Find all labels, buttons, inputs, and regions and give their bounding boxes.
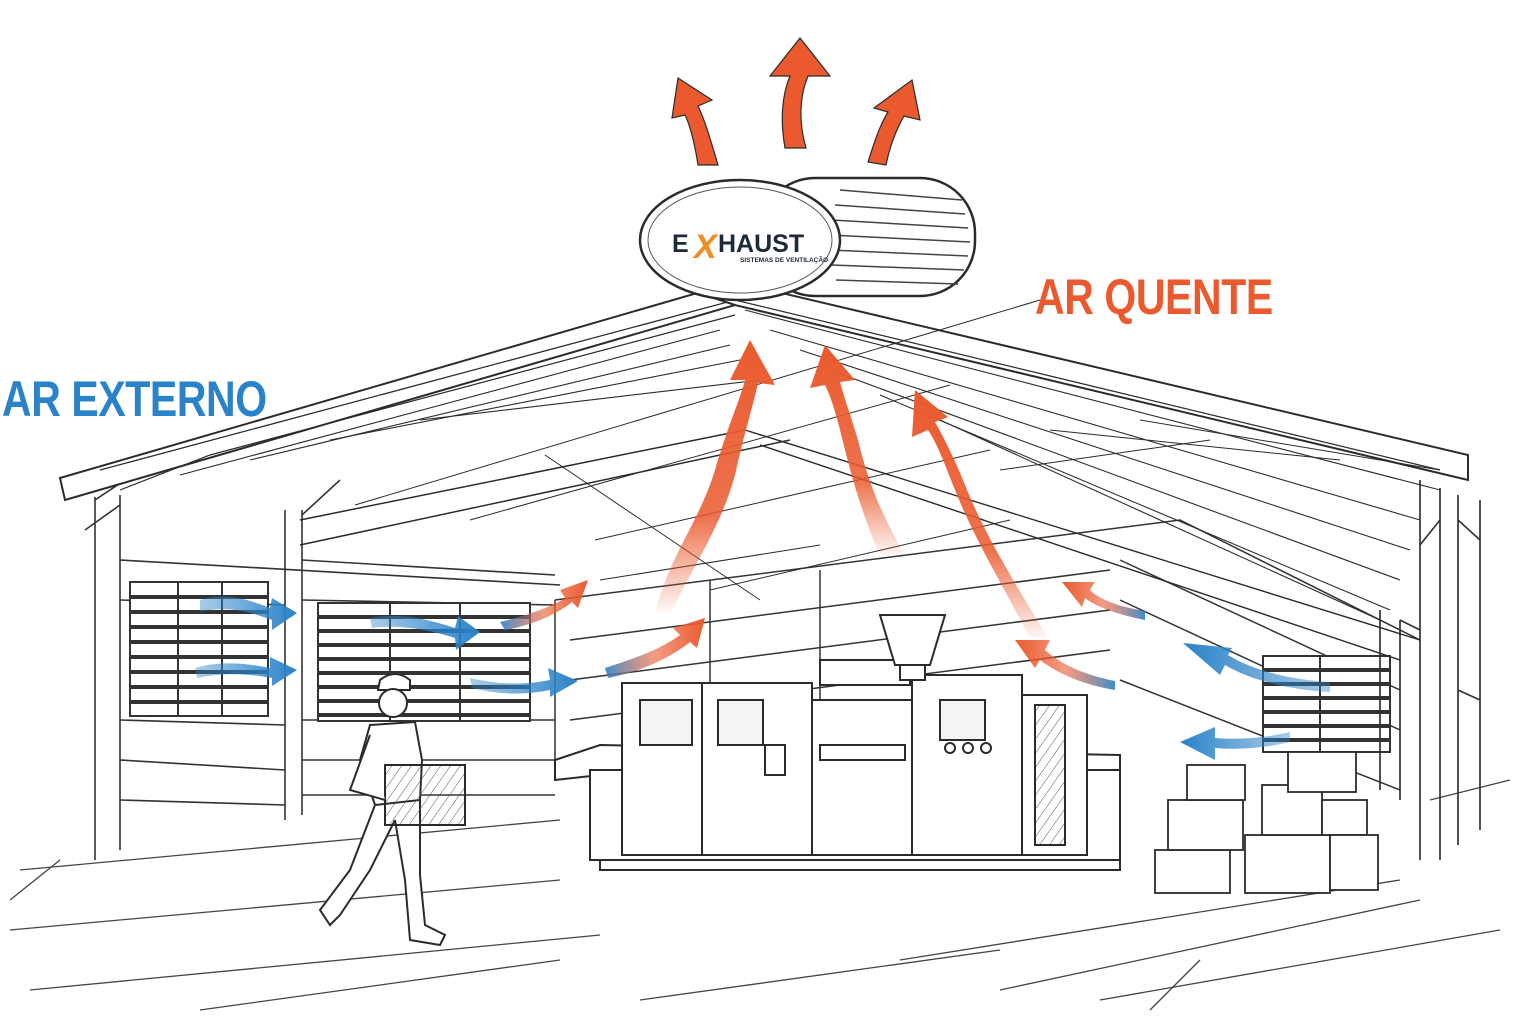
- floor: [9, 779, 1511, 1011]
- red-airflow-arrow: [810, 345, 905, 555]
- blue-airflow-arrow: [200, 596, 297, 630]
- red-airflow-arrow: [1062, 582, 1145, 620]
- injection-machine: [554, 614, 1121, 871]
- red-airflow-arrow: [867, 78, 921, 166]
- blue-airflow-arrow: [1180, 727, 1290, 760]
- red-airflow-arrow: [500, 580, 588, 630]
- external-air-label: AR EXTERNO: [2, 371, 267, 427]
- red-airflow-arrow: [912, 390, 1048, 638]
- worker-with-box: [318, 673, 466, 947]
- blue-airflow-arrow: [1183, 643, 1330, 692]
- blue-airflow-arrow: [195, 657, 297, 686]
- red-airflow-arrow: [1015, 640, 1115, 690]
- right-wall: [1379, 480, 1481, 860]
- blue-airflow-arrow: [370, 615, 480, 650]
- box-stack: [1154, 751, 1379, 894]
- logo-suffix: HAUST: [718, 230, 804, 258]
- red-airflow-arrow: [605, 618, 705, 678]
- red-airflow-arrow: [655, 340, 775, 612]
- exhaust-logo: E X HAUST SISTEMAS DE VENTILAÇÃO: [672, 228, 828, 266]
- red-airflow-arrow: [671, 76, 719, 166]
- blue-airflow-arrow: [470, 668, 578, 697]
- exhaust-fan-unit: [638, 176, 977, 306]
- logo-prefix: E: [672, 230, 689, 258]
- logo-x-mark: X: [692, 228, 719, 266]
- logo-tagline: SISTEMAS DE VENTILAÇÃO: [740, 255, 828, 264]
- hot-air-label: AR QUENTE: [1035, 269, 1273, 325]
- red-airflow-arrow: [768, 37, 832, 149]
